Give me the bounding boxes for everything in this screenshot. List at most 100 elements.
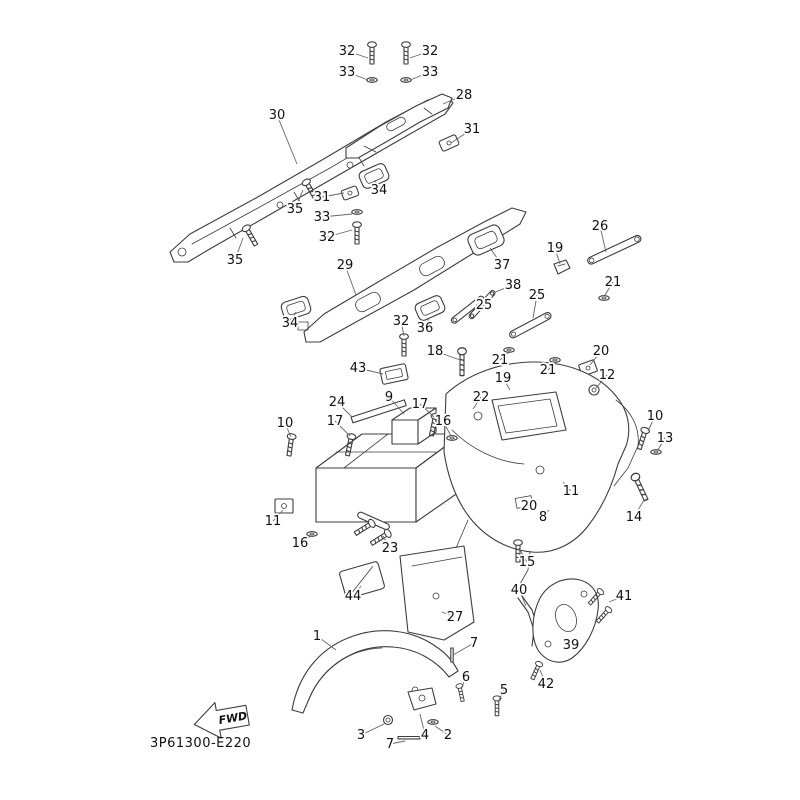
callout-21: 21 — [540, 363, 557, 378]
leader-line-23 — [382, 535, 391, 549]
leader-line-20 — [528, 499, 538, 507]
part-mud-flap — [399, 545, 475, 641]
leader-line-8 — [542, 509, 550, 518]
leader-line-21 — [499, 351, 510, 361]
callout-10: 10 — [277, 416, 294, 431]
callout-26: 26 — [592, 219, 609, 234]
callout-28: 28 — [456, 88, 473, 103]
leader-line-32 — [326, 229, 353, 238]
leader-line-31 — [450, 128, 473, 144]
callout-4: 4 — [421, 728, 429, 743]
leader-line-15 — [518, 547, 528, 563]
callout-19: 19 — [495, 371, 512, 386]
callout-22: 22 — [473, 390, 490, 405]
callout-25: 25 — [529, 288, 546, 303]
leader-line-24 — [336, 401, 353, 418]
callout-33: 33 — [339, 65, 356, 80]
callout-33: 33 — [314, 210, 331, 225]
leader-line-5 — [497, 689, 505, 703]
leader-line-35 — [294, 189, 304, 210]
callout-17: 17 — [412, 397, 429, 412]
leader-line-6 — [460, 676, 467, 690]
leader-line-31 — [321, 192, 345, 198]
leader-line-44 — [352, 585, 362, 597]
part-top-bracket-plate — [345, 93, 453, 159]
callout-41: 41 — [616, 589, 633, 604]
leader-line-36 — [424, 317, 430, 329]
callout-5: 5 — [500, 683, 508, 698]
leader-line-1 — [316, 635, 337, 651]
callout-34: 34 — [282, 316, 299, 331]
callout-33: 33 — [422, 65, 439, 80]
callout-10: 10 — [647, 409, 664, 424]
part-rear-fender — [443, 361, 639, 585]
leader-line-40 — [518, 589, 527, 607]
leader-line-26 — [599, 225, 607, 253]
leader-line-21 — [547, 361, 556, 371]
callout-32: 32 — [319, 230, 336, 245]
leader-line-22 — [472, 396, 482, 410]
callout-30: 30 — [269, 108, 286, 123]
part-pin-7a — [450, 647, 454, 663]
leader-lines — [234, 50, 666, 745]
leader-line-21 — [604, 281, 614, 296]
leader-line-28 — [442, 94, 465, 105]
leader-line-35 — [234, 237, 244, 261]
callout-43: 43 — [350, 361, 367, 376]
callout-19: 19 — [547, 241, 564, 256]
callout-8: 8 — [539, 510, 547, 525]
part-side-bracket — [517, 578, 599, 663]
callout-24: 24 — [329, 395, 346, 410]
leader-line-4 — [419, 713, 426, 736]
leader-line-33 — [346, 71, 369, 81]
callout-38: 38 — [505, 278, 522, 293]
leader-line-34 — [289, 311, 297, 324]
callout-31: 31 — [314, 190, 331, 205]
callout-16: 16 — [435, 414, 452, 429]
leader-line-3 — [360, 723, 385, 736]
leader-line-32 — [346, 50, 369, 59]
leader-line-12 — [595, 374, 608, 389]
callout-18: 18 — [427, 344, 444, 359]
diagram-code: 3P61300-E220 — [150, 736, 251, 751]
callout-13: 13 — [657, 431, 674, 446]
leader-line-32 — [409, 50, 431, 59]
callout-32: 32 — [339, 44, 356, 59]
callout-2: 2 — [444, 728, 452, 743]
leader-line-33 — [321, 213, 353, 218]
leader-line-29 — [344, 264, 357, 296]
leader-line-43 — [357, 367, 384, 375]
leader-line-20 — [589, 350, 602, 366]
callout-11: 11 — [265, 514, 282, 529]
callout-9: 9 — [385, 390, 393, 405]
fwd-label: FWD — [218, 709, 249, 727]
leader-line-17 — [334, 420, 351, 437]
callout-7: 7 — [386, 737, 394, 752]
callout-14: 14 — [626, 510, 643, 525]
leader-line-7 — [389, 740, 406, 745]
callout-12: 12 — [599, 368, 616, 383]
leader-line-30 — [276, 114, 298, 165]
callout-3: 3 — [357, 728, 365, 743]
callout-16: 16 — [292, 536, 309, 551]
leader-line-19 — [502, 377, 511, 391]
callout-32: 32 — [393, 314, 410, 329]
callout-36: 36 — [417, 321, 434, 336]
leader-line-10 — [284, 422, 292, 438]
leader-line-33 — [409, 71, 431, 81]
part-pin-7b — [397, 735, 421, 740]
callout-11: 11 — [563, 484, 580, 499]
callout-40: 40 — [511, 583, 528, 598]
callout-39: 39 — [563, 638, 580, 653]
leader-line-34 — [374, 179, 380, 191]
leader-line-16 — [299, 535, 312, 544]
leader-line-11 — [562, 481, 572, 492]
callout-44: 44 — [345, 589, 362, 604]
callout-35: 35 — [287, 202, 304, 217]
fwd-arrow: FWD — [193, 702, 250, 739]
callout-15: 15 — [519, 555, 536, 570]
leader-line-16 — [442, 420, 452, 437]
